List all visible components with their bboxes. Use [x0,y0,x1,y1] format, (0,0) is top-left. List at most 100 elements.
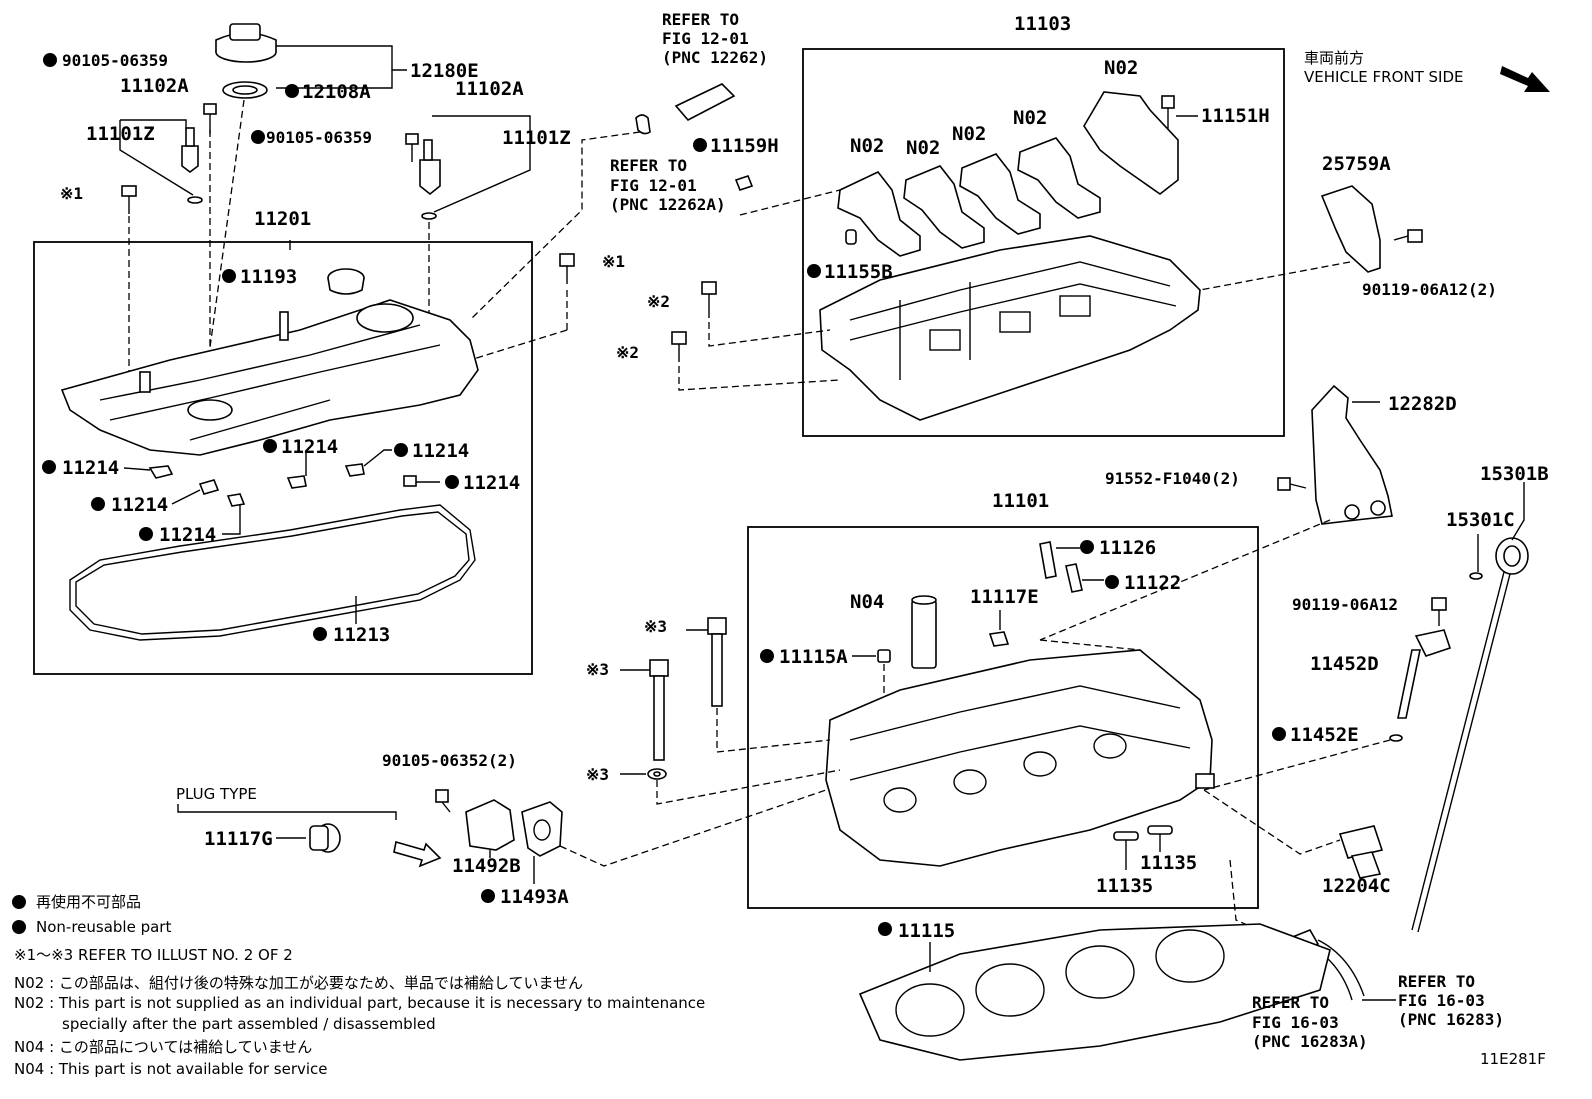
cylinder-head-gasket-11115[interactable] [858,923,1331,1061]
label-11214-1: 11214 [62,457,119,479]
svg-text:FIG 12-01: FIG 12-01 [662,29,749,48]
svg-text:(PNC 16283): (PNC 16283) [1398,1010,1504,1029]
pins-11135[interactable] [1113,825,1173,841]
union-11159h[interactable] [734,175,754,191]
refer-to-fig-12-01-pnc-12262[interactable]: REFER TO FIG 12-01 (PNC 12262) [662,10,768,67]
engine-hanger-12282d[interactable] [1311,384,1393,525]
label-ref2-a: ※2 [647,292,670,311]
note-n02-jp: N02 : この部品は、組付け後の特殊な加工が必要なため、単品では補給していませ… [14,974,583,992]
vehicle-front-arrow-icon [1500,66,1550,92]
o-ring-left[interactable] [187,196,203,204]
label-11101: 11101 [992,490,1049,512]
cylinder-head-cover[interactable] [60,299,479,456]
label-12180E: 12180E [410,60,479,82]
breather-hose[interactable] [674,83,736,122]
label-11214-5: 11214 [463,472,520,494]
bolt-90119-06a12[interactable] [1431,597,1447,626]
o-ring-right[interactable] [421,212,437,220]
label-11159H: 11159H [710,135,779,157]
hose-clamp[interactable] [635,114,651,135]
oil-filler-cap-seal-11193[interactable] [327,268,365,295]
o-ring-11452e[interactable] [1389,734,1403,742]
bolt-90119-06a12-2[interactable] [1393,229,1423,243]
oil-level-gauge-15301b[interactable] [1411,537,1529,933]
part-n04[interactable] [911,595,937,669]
dowel-11155b[interactable] [845,229,857,245]
svg-text:(PNC 12262): (PNC 12262) [662,48,768,67]
bolt-ref1-right[interactable] [559,253,575,284]
label-n02-5: N02 [1013,107,1047,129]
label-12282D: 12282D [1388,393,1457,415]
label-11452D: 11452D [1310,653,1379,675]
label-11214-4: 11214 [111,494,168,516]
tube-11122[interactable] [1065,563,1083,593]
label-n02-4: N02 [952,123,986,145]
note-n04-jp: N04 : この部品については補給していません [14,1038,312,1056]
label-11214-3: 11214 [412,440,469,462]
refer-to-fig-12-01-pnc-12262a[interactable]: REFER TO FIG 12-01 (PNC 12262A) [610,156,726,214]
cover-11492b[interactable] [465,799,515,851]
label-11126: 11126 [1099,537,1156,559]
o-ring-15301c[interactable] [1469,572,1483,580]
label-11214-2: 11214 [281,436,338,458]
camshaft-bearing-caps[interactable] [837,91,1179,257]
head-bolts-ref3[interactable] [649,617,727,761]
svg-text:REFER TO: REFER TO [1398,972,1475,991]
label-n02-3: N02 [906,137,940,159]
camshaft-housing-box [802,48,1285,437]
bolt-ref2-lower[interactable] [671,331,687,362]
dowel-11115a[interactable] [877,649,891,663]
refer-to-fig-16-03-pnc-16283a[interactable]: REFER TO FIG 16-03 (PNC 16283A) [1252,993,1368,1051]
label-11492B: 11492B [452,855,521,877]
svg-text:REFER TO: REFER TO [1252,993,1329,1012]
cylinder-head-11101[interactable] [825,649,1215,867]
clip-11214[interactable] [148,463,417,507]
oil-control-valve-12204c[interactable] [1338,825,1384,879]
gauge-guide-11452d[interactable] [1397,629,1452,719]
note-refer-illust: ※1～※3 REFER TO ILLUST NO. 2 OF 2 [14,946,293,964]
label-11493A: 11493A [500,886,569,908]
bolt-ref2-upper[interactable] [701,281,717,318]
label-25759A: 25759A [1322,153,1391,175]
label-90105-06359-a: 90105-06359 [62,51,168,70]
oil-filler-cap[interactable] [215,23,277,63]
bolt-90105-06359-left[interactable] [203,103,217,134]
note-nonreuse-en: Non-reusable part [36,918,171,936]
bolt-91552-f1040[interactable] [1277,477,1307,491]
bracket-25759a[interactable] [1320,185,1381,273]
svg-text:REFER TO: REFER TO [610,156,687,175]
camshaft-housing-11103[interactable] [819,235,1201,421]
bolt-ref1-left[interactable] [121,185,137,214]
tube-11126[interactable] [1039,541,1057,579]
label-ref3-b: ※3 [586,660,609,679]
label-12204C: 12204C [1322,875,1391,897]
cylinder-head-cover-gasket[interactable] [69,504,476,641]
gasket-11493a[interactable] [521,801,563,857]
cylinder-head-box [747,526,1259,909]
label-11115A: 11115A [779,646,848,668]
label-n02-2: N02 [850,135,884,157]
vehicle-front-en: VEHICLE FRONT SIDE [1304,68,1464,86]
bolt-11151h[interactable] [1161,95,1175,130]
plug-type-arrow [393,840,442,868]
label-11151H: 11151H [1201,105,1270,127]
washer-ref3[interactable] [647,768,667,780]
label-11135-a: 11135 [1140,852,1197,874]
label-ref3-a: ※3 [644,617,667,636]
plug-11117e[interactable] [988,631,1010,647]
label-90119-06A12: 90119-06A12 [1292,595,1398,614]
cylinder-head-cover-box [33,241,533,675]
bolt-90105-06352[interactable] [435,789,451,813]
label-n04: N04 [850,591,884,613]
camshaft-position-sensor-left[interactable] [181,127,199,173]
label-15301B: 15301B [1480,463,1549,485]
label-11101Z-a: 11101Z [86,123,155,145]
label-90119-06A12-2: 90119-06A12(2) [1362,280,1497,299]
oil-filler-gasket[interactable] [222,81,268,99]
bolt-90105-06359-right[interactable] [405,133,419,162]
refer-to-fig-16-03-pnc-16283[interactable]: REFER TO FIG 16-03 (PNC 16283) [1398,972,1504,1029]
plug-11117g[interactable] [309,823,341,853]
camshaft-position-sensor-right[interactable] [419,139,441,196]
label-11193: 11193 [240,266,297,288]
